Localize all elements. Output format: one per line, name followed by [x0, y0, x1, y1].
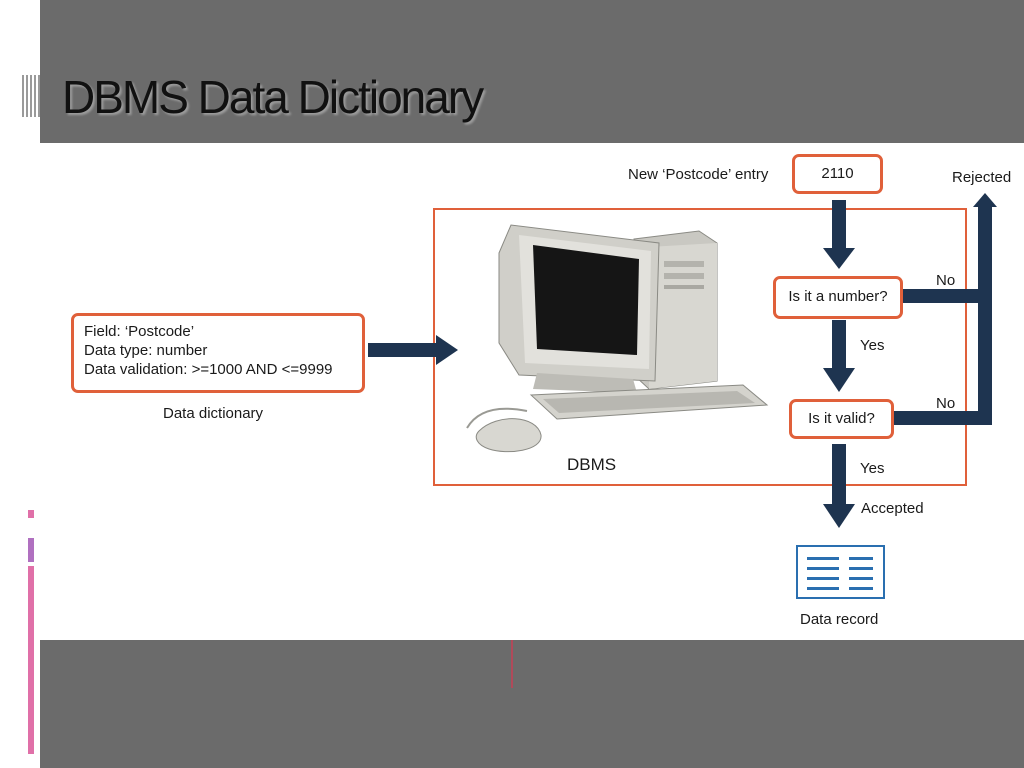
yes-label: Yes [860, 337, 885, 354]
accepted-label: Accepted [861, 500, 924, 517]
data-record-label: Data record [800, 611, 879, 628]
dictionary-field: Field: ‘Postcode’ [84, 323, 195, 340]
flow-arrow-2 [823, 320, 855, 392]
number-check-box: Is it a number? [773, 276, 903, 319]
number-question: Is it a number? [788, 288, 888, 305]
yes-label: Yes [860, 460, 885, 477]
dictionary-data-type: Data type: number [84, 342, 208, 359]
dictionary-caption: Data dictionary [163, 405, 264, 422]
new-entry-label: New ‘Postcode’ entry [628, 166, 769, 183]
computer-icon [466, 224, 769, 453]
valid-question: Is it valid? [808, 410, 875, 427]
accent-bar [28, 566, 34, 754]
no-label: No [936, 272, 956, 289]
data-record-icon [796, 545, 885, 599]
flow-arrow-1 [823, 200, 855, 269]
dbms-label: DBMS [567, 455, 617, 474]
divider-line [511, 640, 513, 688]
entry-value: 2110 [821, 165, 854, 182]
slide-title: DBMS Data Dictionary [62, 71, 484, 123]
data-dictionary-box: Field: ‘Postcode’ Data type: number Data… [71, 313, 365, 393]
rejected-arrows [893, 193, 997, 425]
diagram-figure: Field: ‘Postcode’ Data type: number Data… [37, 143, 1024, 640]
entry-value-box: 2110 [792, 154, 883, 194]
accent-bar [28, 538, 34, 562]
dictionary-validation: Data validation: >=1000 AND <=9999 [84, 361, 333, 378]
accent-bar [28, 510, 34, 518]
decorative-stripes [22, 75, 40, 117]
flow-arrow-3 [823, 444, 855, 528]
no-label: No [936, 395, 956, 412]
diagram-graphics [368, 193, 997, 599]
header-band [40, 0, 1024, 143]
rejected-label: Rejected [952, 169, 1012, 186]
valid-check-box: Is it valid? [789, 399, 894, 439]
dictionary-arrow [368, 335, 458, 365]
